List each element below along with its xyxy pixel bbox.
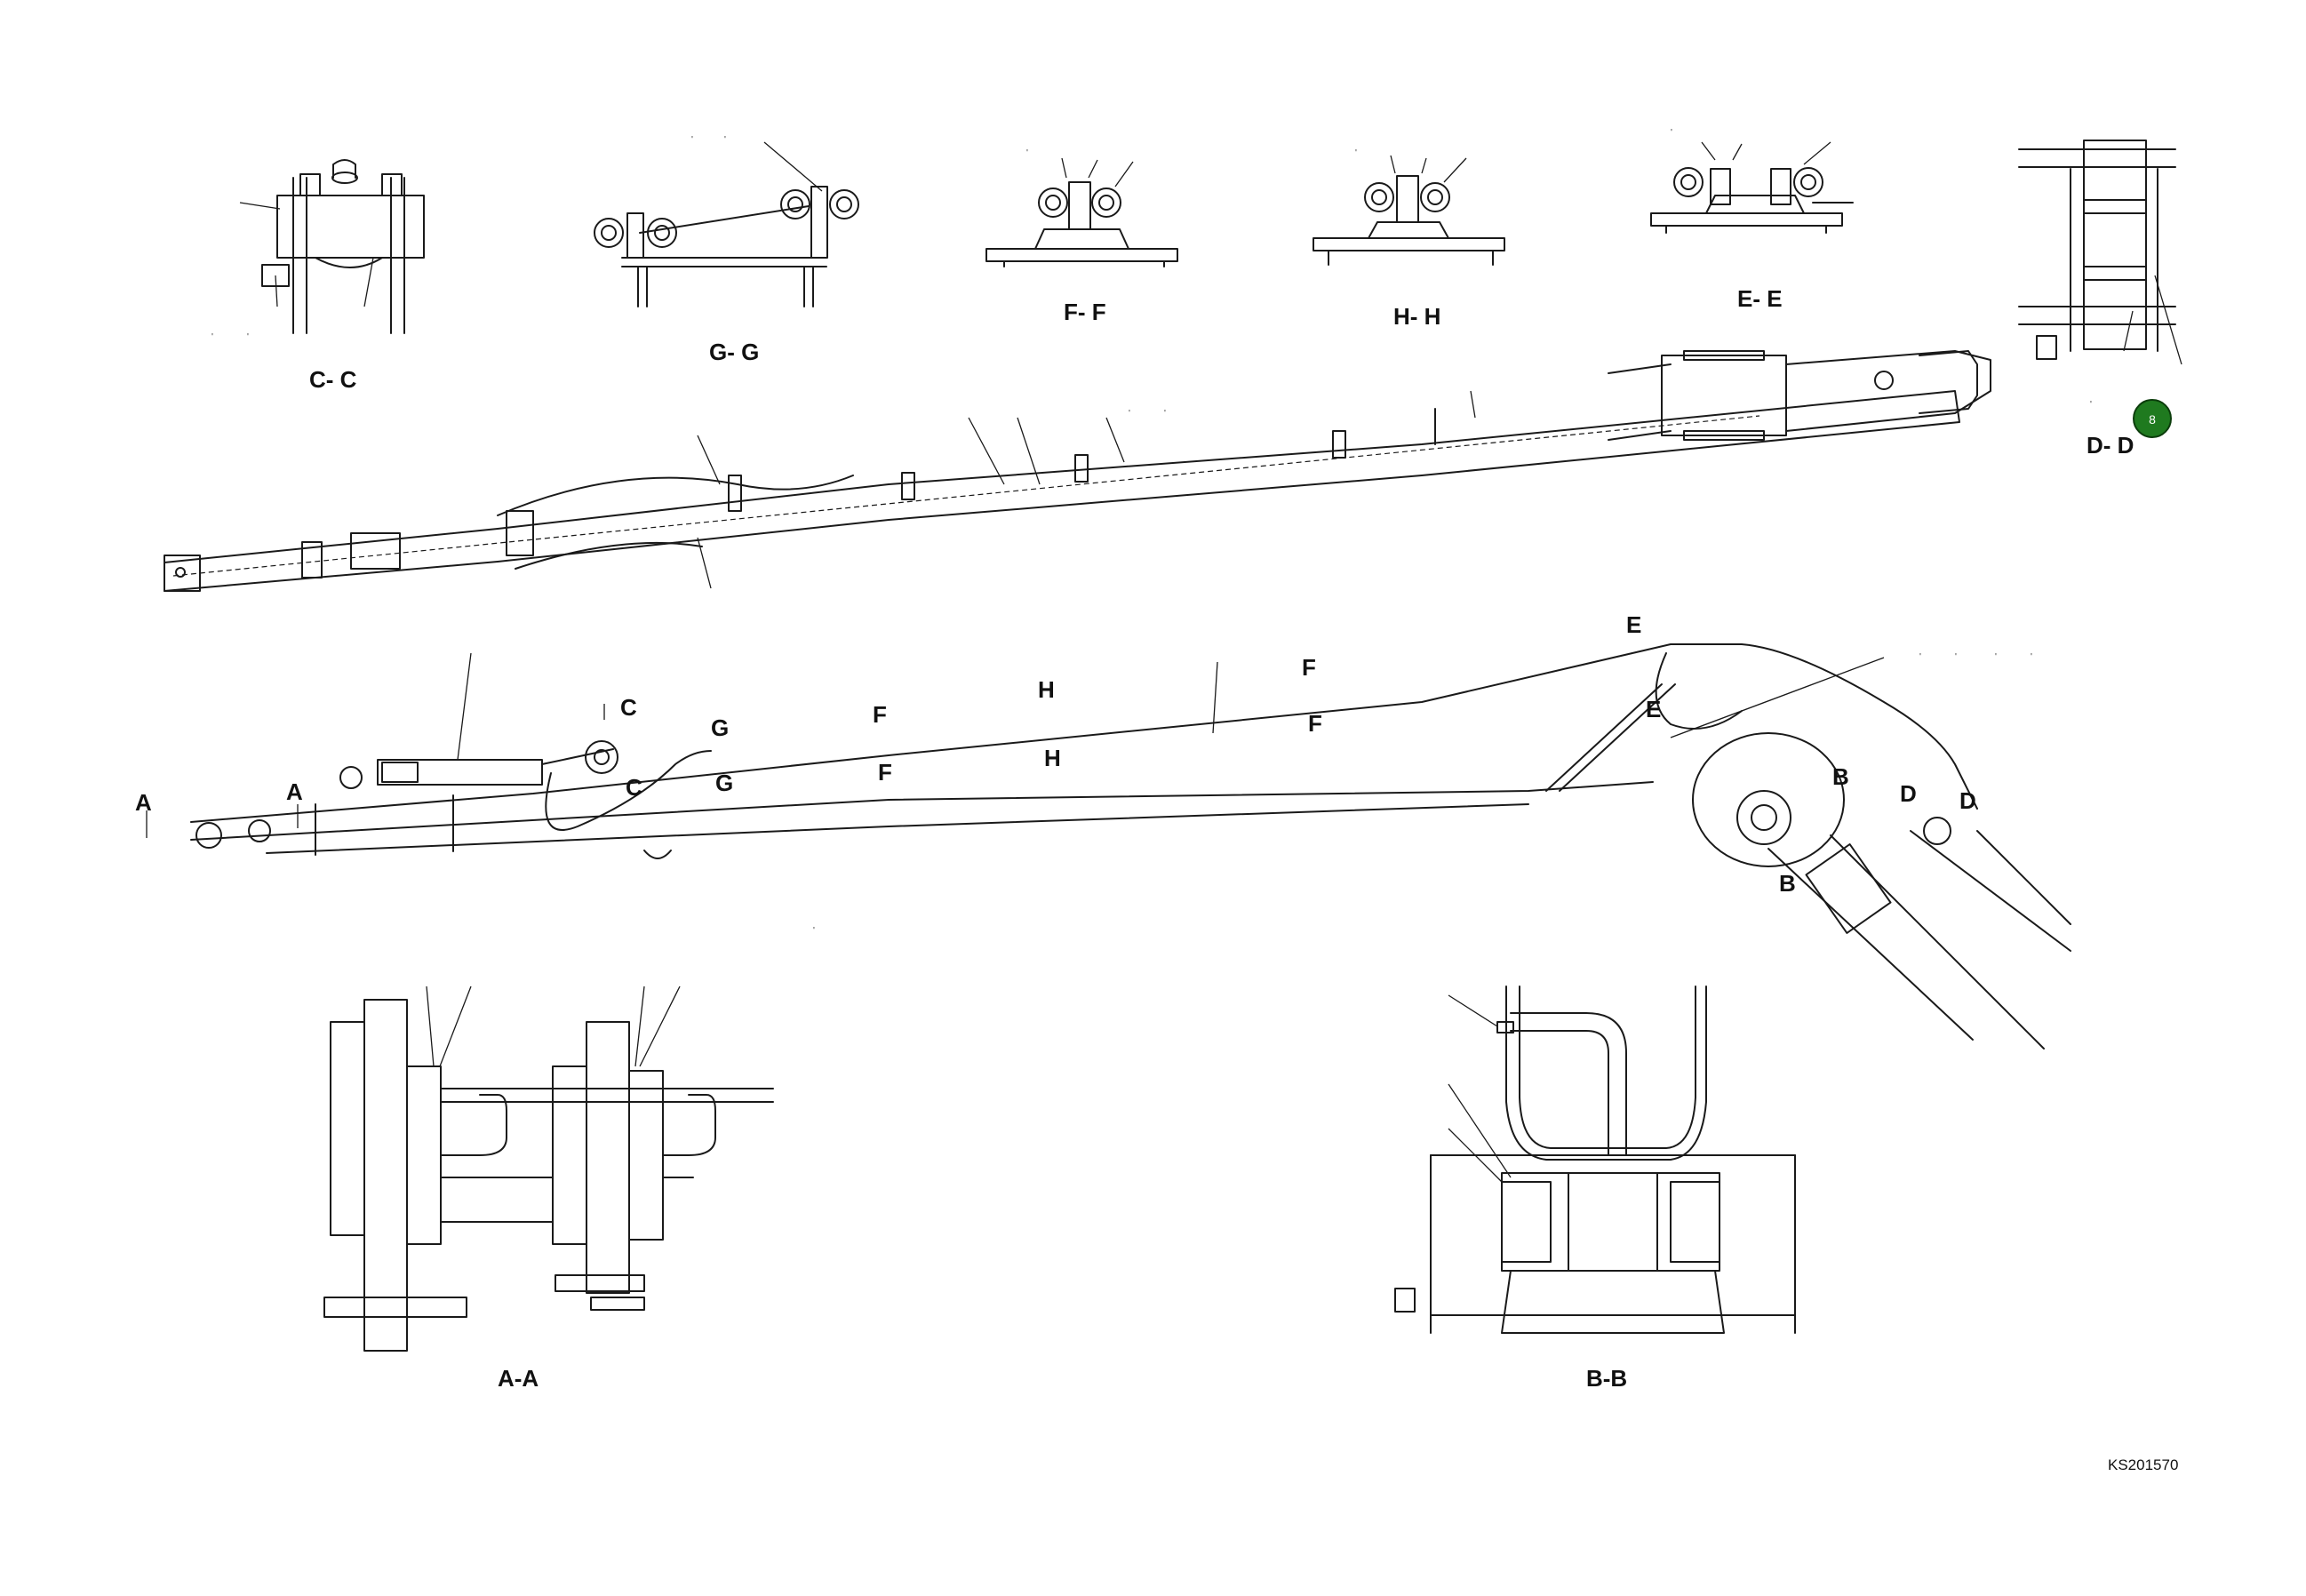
- svg-text:': ': [2090, 400, 2092, 410]
- section-ee-view: ' E- E: [1650, 128, 1854, 312]
- cut-marker-d-left: D: [1900, 780, 1917, 807]
- section-ff-title: F- F: [1064, 299, 1106, 325]
- section-hh-view: ' H- H: [1313, 148, 1505, 330]
- callout-badge-text: 8: [2149, 412, 2156, 427]
- svg-text:': ': [724, 135, 726, 145]
- cut-marker-f-2: F: [878, 759, 892, 786]
- section-gg-view: ' ' G- G: [594, 135, 859, 365]
- section-bb-title: B-B: [1586, 1365, 1627, 1392]
- section-cc-view: ' ' C- C: [211, 159, 425, 393]
- svg-text:': ': [247, 332, 249, 342]
- section-hh-title: H- H: [1393, 303, 1440, 330]
- boom-top-view: ' ': [164, 350, 1991, 592]
- cut-marker-f-1: F: [873, 701, 887, 728]
- svg-text:': ': [813, 926, 815, 936]
- svg-text:': ': [1129, 409, 1130, 419]
- cut-marker-f-4: F: [1308, 710, 1322, 737]
- section-gg-title: G- G: [709, 339, 759, 365]
- cut-marker-f-3: F: [1302, 654, 1316, 681]
- cut-marker-c-bottom: C: [626, 774, 642, 801]
- svg-text:': ': [1919, 652, 1921, 662]
- drawing-code: KS201570: [2108, 1456, 2178, 1473]
- svg-text:': ': [1164, 409, 1166, 419]
- cut-marker-h-top: H: [1038, 676, 1055, 703]
- section-dd-view: ' D- D 8: [2018, 140, 2182, 459]
- section-bb-view: B-B: [1394, 986, 1796, 1392]
- cut-marker-g-bottom: G: [715, 770, 733, 796]
- cut-marker-b-bottom: B: [1779, 870, 1796, 897]
- cut-marker-b-top: B: [1832, 763, 1849, 790]
- svg-text:': ': [211, 332, 213, 342]
- section-ee-title: E- E: [1737, 285, 1783, 312]
- cut-marker-e-bottom: E: [1646, 696, 1661, 722]
- cut-marker-h-bottom: H: [1044, 745, 1061, 771]
- cut-marker-g-top: G: [711, 714, 729, 741]
- svg-text:': ': [1955, 652, 1957, 662]
- section-cc-title: C- C: [309, 366, 357, 393]
- svg-text:': ': [1671, 128, 1672, 138]
- cut-marker-d-right: D: [1959, 787, 1976, 814]
- svg-text:': ': [2031, 652, 2032, 662]
- section-dd-title: D- D: [2087, 432, 2134, 459]
- svg-text:': ': [1995, 652, 1997, 662]
- cut-marker-e-top: E: [1626, 611, 1641, 638]
- cut-marker-a-right: A: [286, 778, 303, 805]
- cut-markers: A A C C G G F F F F H H E E B B D D: [135, 611, 1976, 897]
- boom-side-view: ' ' ' ' ': [190, 643, 2071, 1049]
- cut-marker-a-left: A: [135, 789, 152, 816]
- section-aa-title: A-A: [498, 1365, 539, 1392]
- svg-text:': ': [1355, 148, 1357, 158]
- section-ff-view: ' F- F: [985, 148, 1178, 325]
- cut-marker-c-top: C: [620, 694, 637, 721]
- svg-text:': ': [691, 135, 693, 145]
- callout-badge-circle[interactable]: [2133, 399, 2172, 438]
- section-aa-view: A-A: [323, 986, 774, 1392]
- svg-text:': ': [1026, 148, 1028, 158]
